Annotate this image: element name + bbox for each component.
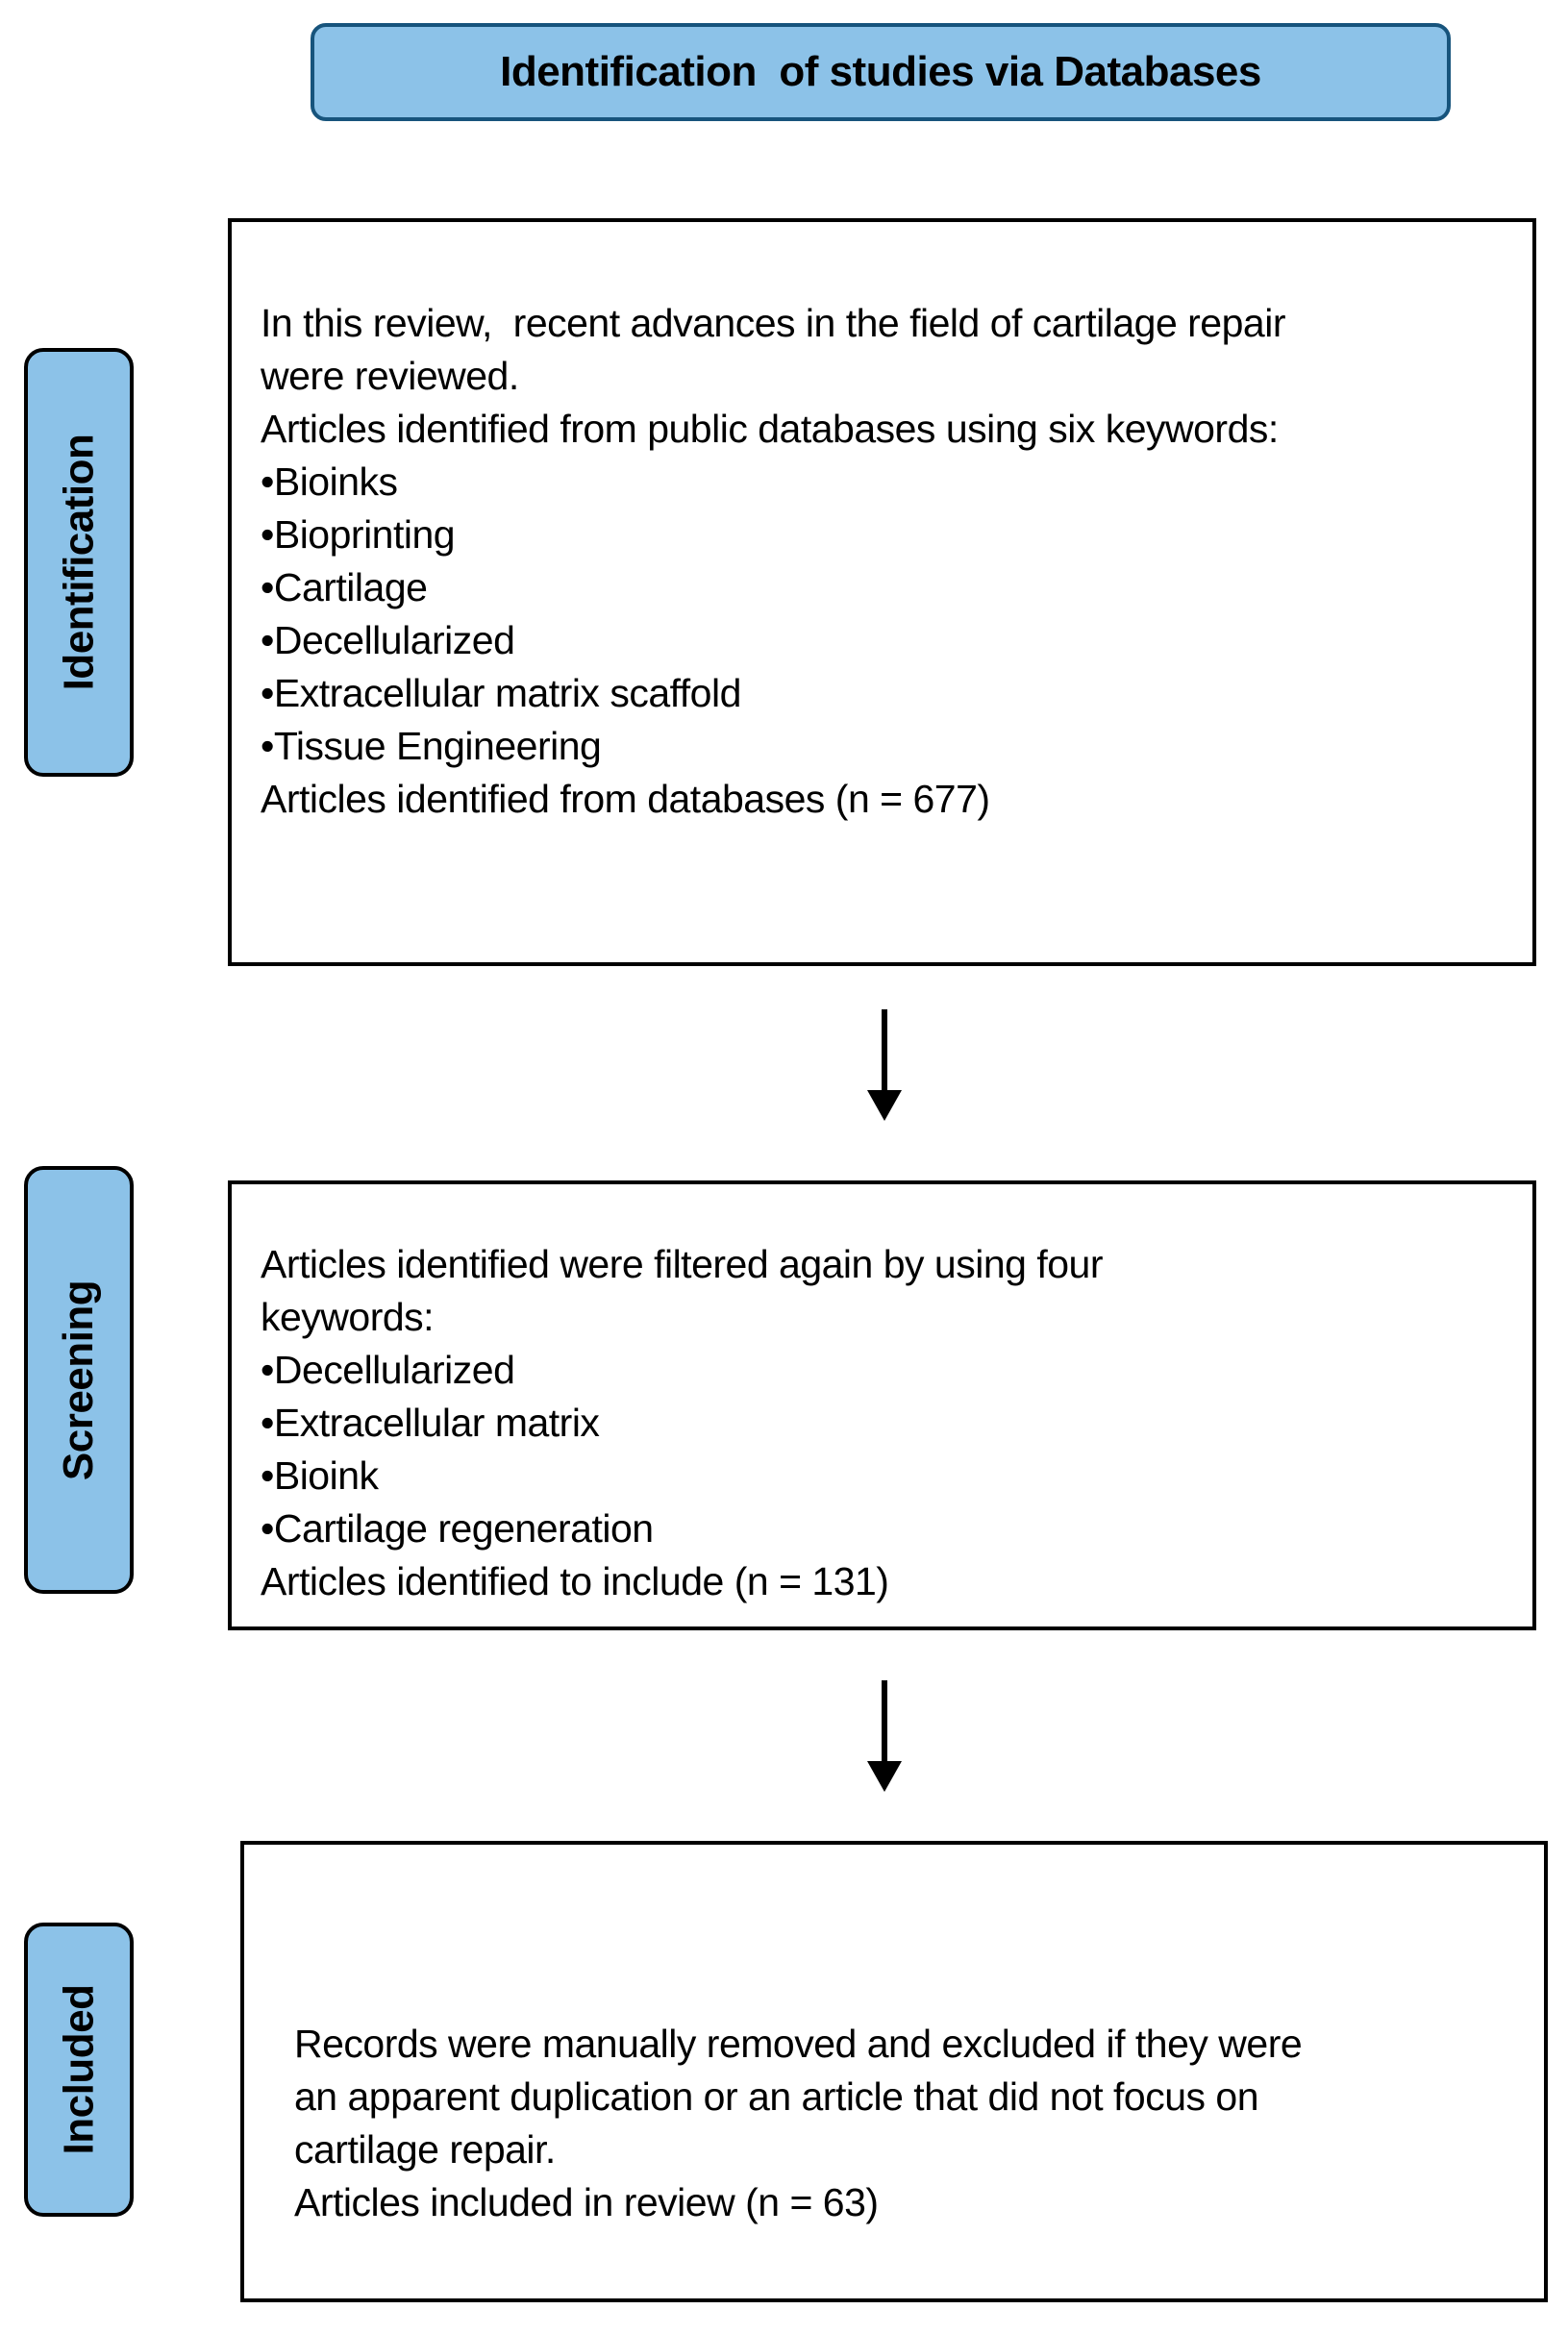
stage-tab-label: Included — [55, 1984, 102, 2155]
stage-tab-included: Included — [24, 1923, 134, 2217]
text-line: keywords: — [261, 1295, 435, 1339]
text-line: •Bioink — [261, 1453, 379, 1498]
text-line: •Extracellular matrix — [261, 1401, 600, 1445]
stage-tab-label: Screening — [55, 1279, 102, 1480]
stage-tab-label: Identification — [55, 434, 102, 691]
arrow-head-icon — [867, 1761, 902, 1792]
text-line: •Cartilage — [261, 565, 428, 609]
identification-records-box: In this review, recent advances in the f… — [228, 218, 1536, 966]
arrow-shaft — [882, 1009, 887, 1090]
stage-tab-identification: Identification — [24, 348, 134, 777]
text-line: an apparent duplication or an article th… — [294, 2074, 1259, 2119]
text-line: •Extracellular matrix scaffold — [261, 671, 741, 715]
screening-records-box: Articles identified were filtered again … — [228, 1180, 1536, 1630]
down-arrow-screening-to-included — [866, 1680, 903, 1792]
included-records-box: Records were manually removed and exclud… — [240, 1841, 1548, 2302]
text-line: •Tissue Engineering — [261, 724, 602, 768]
down-arrow-identification-to-screening — [866, 1009, 903, 1121]
text-line: were reviewed. — [261, 354, 519, 398]
text-line: •Bioinks — [261, 459, 398, 504]
text-line: Articles identified were filtered again … — [261, 1242, 1103, 1286]
text-line: •Decellularized — [261, 1348, 515, 1392]
included-box-text: Records were manually removed and exclud… — [244, 1845, 1544, 2229]
title-banner: Identification of studies via Databases — [311, 23, 1451, 121]
text-line: •Decellularized — [261, 618, 515, 662]
title-label: Identification of studies via Databases — [500, 48, 1261, 95]
text-line: Articles identified from databases (n = … — [261, 777, 990, 821]
text-line: cartilage repair. — [294, 2127, 556, 2172]
stage-tab-screening: Screening — [24, 1166, 134, 1594]
identification-box-text: In this review, recent advances in the f… — [232, 222, 1532, 826]
screening-box-text: Articles identified were filtered again … — [232, 1184, 1532, 1608]
text-line: In this review, recent advances in the f… — [261, 301, 1285, 345]
text-line: •Cartilage regeneration — [261, 1506, 654, 1551]
text-line: Articles identified to include (n = 131) — [261, 1559, 889, 1603]
arrow-head-icon — [867, 1090, 902, 1121]
arrow-shaft — [882, 1680, 887, 1761]
text-line: •Bioprinting — [261, 512, 456, 557]
text-line: Articles included in review (n = 63) — [294, 2180, 879, 2224]
text-line: Articles identified from public database… — [261, 407, 1279, 451]
text-line: Records were manually removed and exclud… — [294, 2022, 1303, 2066]
